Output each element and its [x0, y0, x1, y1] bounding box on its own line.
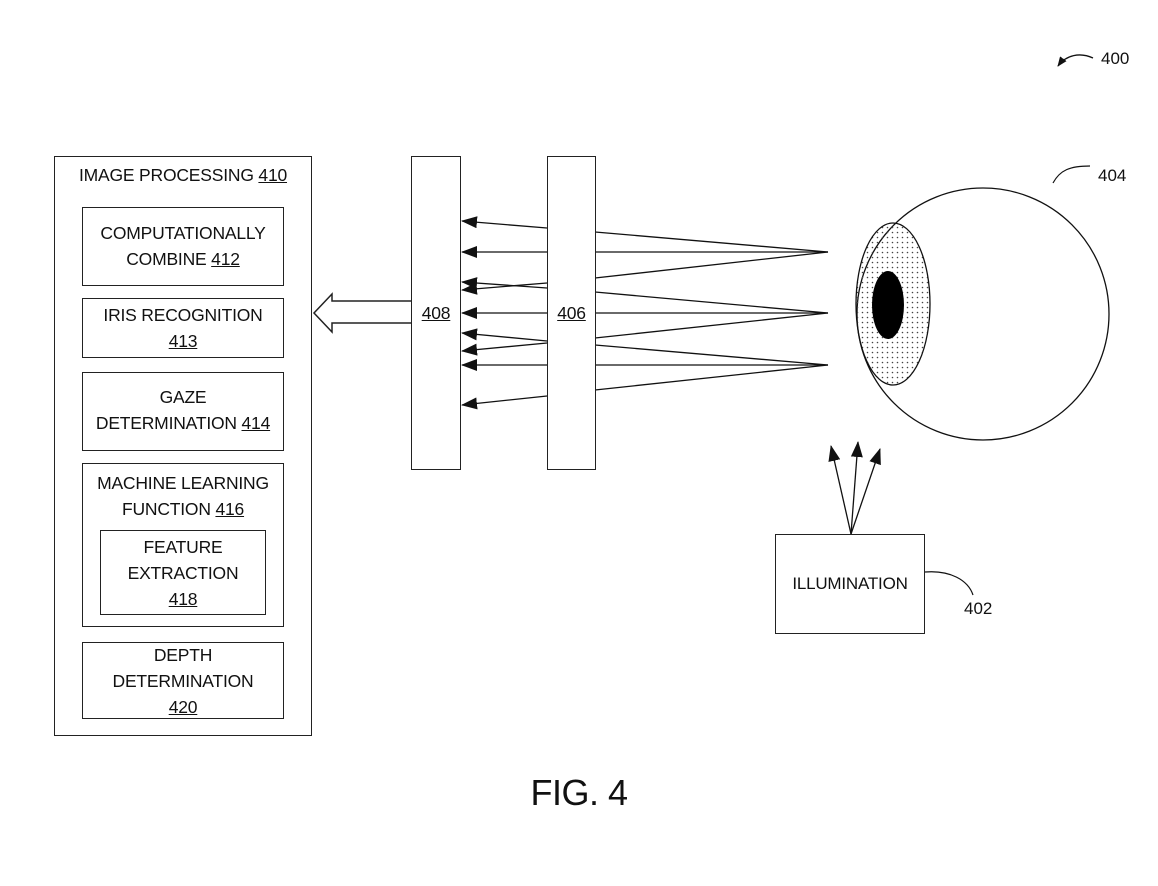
module-label-line: FUNCTION [121, 499, 211, 519]
figure-ref-number: 400 [1101, 49, 1130, 68]
module-label-line: DETERMINATION [112, 671, 254, 691]
module-ref: 414 [241, 413, 271, 433]
sensor-block [411, 156, 461, 470]
module-depth-determination [82, 642, 284, 719]
module-iris-recognition [82, 298, 284, 358]
illumination-ref-number: 402 [964, 599, 993, 618]
module-ref: 416 [215, 499, 245, 519]
illumination-ref-leader [924, 571, 974, 596]
module-label-line: FEATURE [143, 537, 223, 557]
eye-ref-leader [1052, 165, 1091, 184]
module-label-line: MACHINE LEARNING [97, 473, 269, 493]
optics-label: 406 [547, 300, 596, 326]
optics-block [547, 156, 596, 470]
output-block-arrow [312, 292, 411, 334]
module-feature-extraction [100, 530, 266, 615]
module-depth-determination-label: DEPTH DETERMINATION 420 [82, 642, 284, 720]
module-ref: 418 [168, 589, 198, 609]
module-label-line: GAZE [159, 387, 207, 407]
module-label-line: DETERMINATION [95, 413, 237, 433]
eye-illustration [855, 187, 1110, 441]
module-ref: 412 [211, 249, 240, 269]
optics-ref: 406 [557, 303, 586, 323]
module-ref: 413 [168, 331, 198, 351]
module-label-line: DEPTH [153, 645, 213, 665]
image-processing-title: IMAGE PROCESSING 410 [54, 162, 312, 188]
module-feature-extraction-label: FEATURE EXTRACTION 418 [100, 534, 266, 612]
illumination-label: ILLUMINATION [792, 574, 908, 593]
eye-reflection-rays [594, 231, 829, 391]
image-processing-ref: 410 [258, 165, 288, 185]
module-label-line: IRIS RECOGNITION [103, 305, 263, 325]
module-gaze-determination-label: GAZE DETERMINATION 414 [82, 384, 284, 436]
illumination-rays [828, 441, 881, 535]
sensor-label: 408 [411, 300, 461, 326]
figure-caption: FIG. 4 [530, 772, 628, 813]
module-iris-recognition-label: IRIS RECOGNITION 413 [82, 302, 284, 354]
module-label-line: COMPUTATIONALLY [100, 223, 266, 243]
illumination-block [775, 534, 925, 634]
module-computationally-combine [82, 207, 284, 286]
eye-ref-number: 404 [1098, 166, 1127, 185]
sensor-ref: 408 [421, 303, 451, 323]
module-label-line: COMBINE [126, 249, 207, 269]
module-machine-learning-label: MACHINE LEARNING FUNCTION 416 [82, 470, 284, 522]
pupil [872, 271, 904, 339]
lens-output-rays [461, 216, 548, 410]
image-processing-title-text: IMAGE PROCESSING [78, 165, 254, 185]
module-ref: 420 [168, 697, 198, 717]
module-computationally-combine-label: COMPUTATIONALLY COMBINE 412 [82, 220, 284, 272]
module-gaze-determination [82, 372, 284, 451]
module-label-line: EXTRACTION [127, 563, 239, 583]
figure-ref-arrow [1057, 54, 1094, 67]
